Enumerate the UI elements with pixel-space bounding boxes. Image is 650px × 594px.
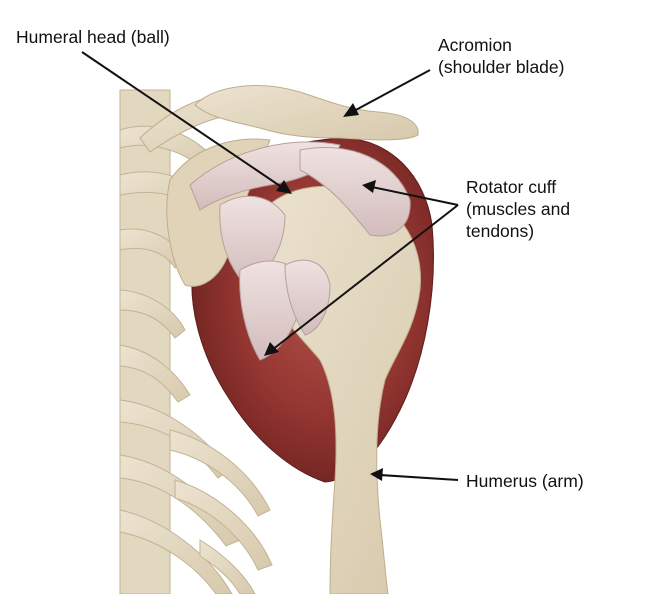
label-humeral-head-text: Humeral head (ball) (16, 27, 170, 47)
label-acromion-line1: Acromion (438, 34, 564, 56)
label-humerus: Humerus (arm) (466, 470, 584, 492)
arrow-humerus (370, 468, 458, 481)
label-rotator-cuff: Rotator cuff (muscles and tendons) (466, 176, 570, 242)
label-acromion: Acromion (shoulder blade) (438, 34, 564, 78)
label-rotator-cuff-line1: Rotator cuff (466, 176, 570, 198)
label-humerus-text: Humerus (arm) (466, 471, 584, 491)
label-rotator-cuff-line3: tendons) (466, 220, 570, 242)
label-acromion-line2: (shoulder blade) (438, 56, 564, 78)
arrow-acromion (343, 70, 430, 117)
label-rotator-cuff-line2: (muscles and (466, 198, 570, 220)
label-humeral-head: Humeral head (ball) (16, 26, 170, 48)
